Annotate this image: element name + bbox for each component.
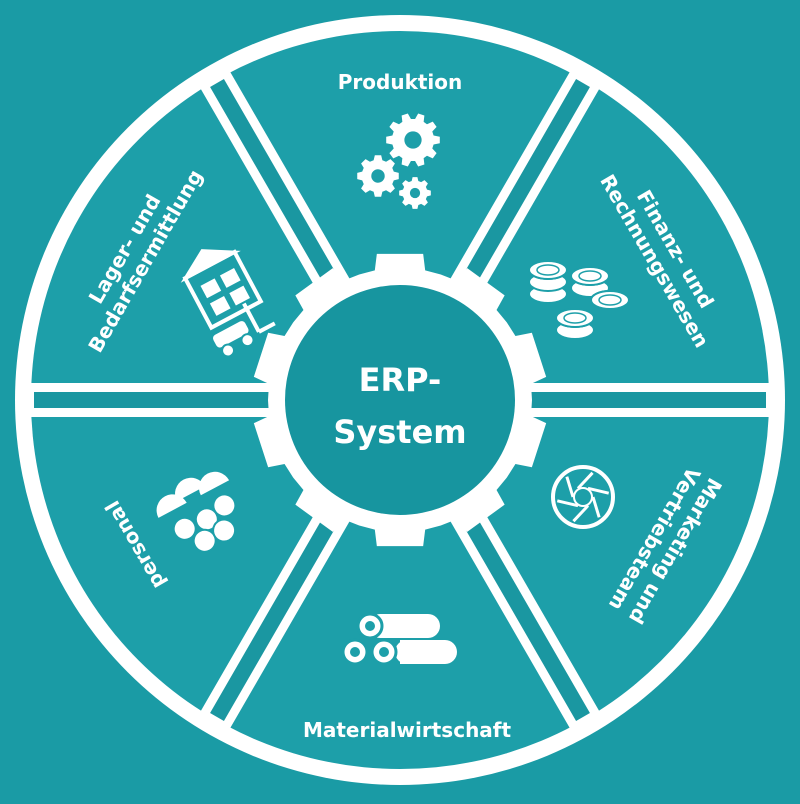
segment-label-material: Materialwirtschaft [303,718,512,742]
gears-icon [357,113,440,209]
people-icon [156,471,237,553]
center-title-line1: ERP- [359,361,442,399]
spoke-divider [522,383,772,417]
segment-label-line1: Produktion [338,70,463,94]
pipes-icon [341,612,457,666]
spoke-divider [28,383,278,417]
segment-material: Materialwirtschaft [303,612,512,742]
segment-label-line1: Materialwirtschaft [303,718,512,742]
center-gear [253,253,547,547]
segment-label-produktion: Produktion [338,70,463,94]
gear-center [285,285,515,515]
spoke-divider [446,69,601,303]
spoke-divider [446,497,601,731]
center-title-line2: System [333,413,466,451]
spoke-divider [199,497,354,731]
forklift-icon [180,249,276,358]
segment-produktion: Produktion [338,70,463,209]
spoke-divider [199,69,354,303]
coins-icon [528,260,630,340]
aperture-icon [551,465,615,529]
spokes [28,69,772,731]
